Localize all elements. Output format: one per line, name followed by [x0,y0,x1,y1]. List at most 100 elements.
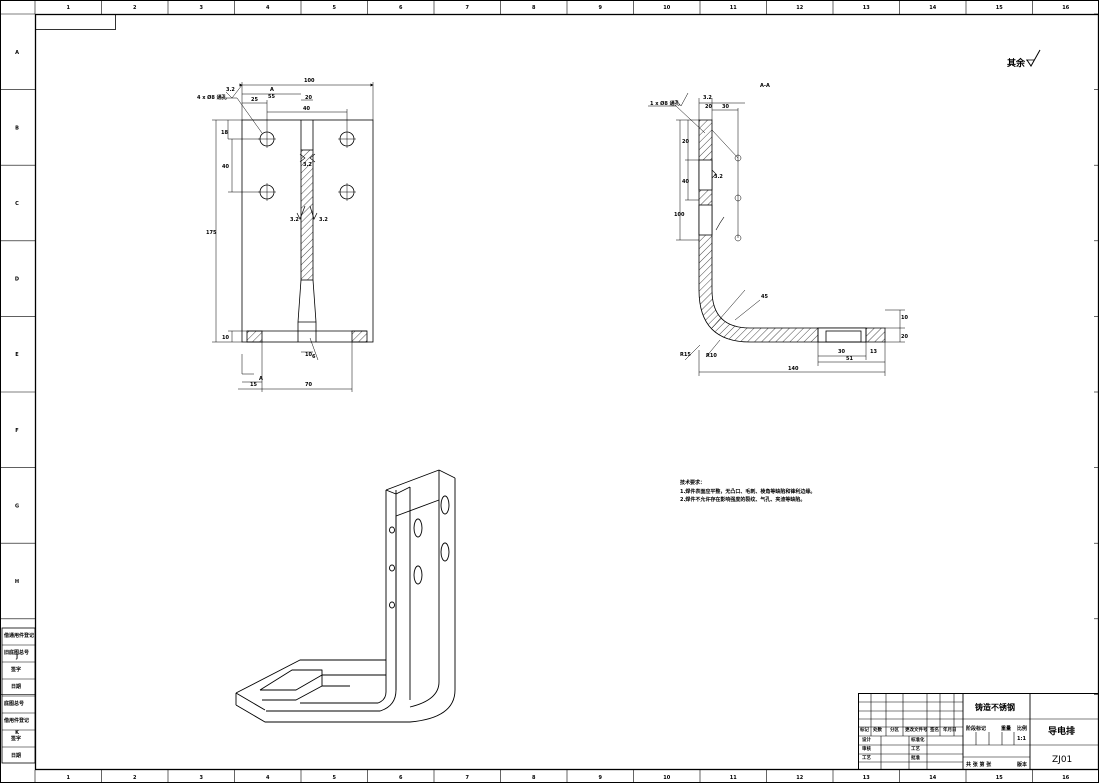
svg-text:更改文件号: 更改文件号 [905,726,928,733]
svg-text:30: 30 [838,349,845,355]
isometric-view [235,469,456,723]
part-name: 导电排 [1048,725,1075,737]
svg-text:标准化: 标准化 [910,736,925,743]
svg-text:3.2: 3.2 [303,162,312,168]
column-zone-markers: 1122334455667788991010111112121313141415… [34,0,1070,783]
column-marker: 8 [532,775,536,781]
svg-text:A: A [259,376,263,382]
svg-text:阶段标记: 阶段标记 [966,725,986,732]
strip-label: 底图总号 [3,700,24,707]
svg-text:40: 40 [303,106,310,112]
svg-text:3.2: 3.2 [290,217,299,223]
svg-text:比例: 比例 [1017,725,1027,732]
svg-text:工艺: 工艺 [862,754,871,761]
svg-text:3.2: 3.2 [714,174,723,180]
svg-text:55: 55 [268,94,275,100]
svg-text:18: 18 [221,130,228,136]
svg-text:R10: R10 [706,353,717,359]
svg-text:1.焊件表面应平整，无凸口、毛刺、棱角等缺陷和锋利边缘。: 1.焊件表面应平整，无凸口、毛刺、棱角等缺陷和锋利边缘。 [680,488,815,495]
column-marker: 16 [1062,775,1069,781]
title-block-text: 铸造不锈钢 导电排 ZJ01 1:1 阶段标记 重量 比例 共 张 第 张 版本… [859,702,1075,768]
strip-label: 日期 [11,752,21,759]
svg-text:20: 20 [682,139,689,145]
column-marker: 10 [663,775,670,781]
svg-text:3.2: 3.2 [226,87,235,93]
iso-hole [389,601,395,609]
iso-hole [389,564,395,572]
svg-text:13: 13 [870,349,877,355]
svg-text:技术要求：: 技术要求： [680,479,705,486]
technical-requirements: 技术要求： 1.焊件表面应平整，无凸口、毛刺、棱角等缺陷和锋利边缘。 2.焊件不… [680,479,815,503]
column-marker: 2 [133,775,137,781]
svg-text:签名: 签名 [929,726,939,733]
column-marker: 1 [67,5,71,11]
column-marker: 9 [599,775,603,781]
svg-text:30: 30 [722,104,729,110]
column-marker: 12 [796,775,803,781]
svg-text:20: 20 [305,95,312,101]
column-marker: 7 [466,5,470,11]
svg-text:100: 100 [674,212,685,218]
column-marker: 8 [532,5,536,11]
svg-text:51: 51 [846,356,853,362]
hole-callout: 1 x Ø8 通孔 [650,100,680,107]
title-block [858,693,1099,770]
svg-text:15: 15 [250,382,257,388]
svg-text:6: 6 [312,354,316,360]
svg-text:其余: 其余 [1007,57,1026,69]
general-roughness-note: 其余 [1007,49,1041,69]
row-marker: K [15,730,20,736]
svg-text:40: 40 [682,179,689,185]
section-view-dimensions: A-A 1 x Ø8 通孔 3.2 20 30 20 40 100 3.2 45… [650,83,908,372]
svg-text:版本: 版本 [1017,761,1028,768]
row-marker: J [15,655,18,661]
column-marker: 3 [200,775,204,781]
row-marker: E [15,352,19,358]
strip-label: 日期 [11,683,21,690]
strip-label: 签字 [10,666,21,673]
iso-hole [389,526,395,534]
svg-text:R15: R15 [680,352,691,358]
column-marker: 14 [929,775,936,781]
row-marker: G [15,503,19,509]
column-marker: 13 [863,5,870,11]
section-label: A-A [760,83,770,89]
corner-box [35,14,116,30]
svg-text:3.2: 3.2 [319,217,328,223]
section-view [648,92,905,376]
column-marker: 13 [863,775,870,781]
column-marker: 3 [200,5,204,11]
column-marker: 4 [266,775,270,781]
svg-text:175: 175 [206,230,217,236]
material-label: 铸造不锈钢 [975,702,1015,712]
row-marker: B [15,125,19,131]
svg-text:100: 100 [304,78,315,84]
column-marker: 4 [266,5,270,11]
hole-callout: 4 x Ø8 通孔 [197,94,227,101]
svg-text:10: 10 [901,315,908,321]
column-marker: 9 [599,5,603,11]
column-marker: 6 [399,775,403,781]
scale-value: 1:1 [1017,736,1026,742]
svg-text:10: 10 [305,352,312,358]
row-marker: D [15,277,19,283]
column-marker: 15 [996,775,1003,781]
column-marker: 16 [1062,5,1069,11]
column-marker: 5 [333,775,337,781]
svg-text:3.2: 3.2 [703,95,712,101]
svg-text:25: 25 [251,97,258,103]
column-marker: 15 [996,5,1003,11]
column-marker: 14 [929,5,936,11]
row-marker: A [15,50,19,56]
row-marker: H [15,579,19,585]
svg-text:工艺: 工艺 [911,745,920,752]
row-marker: F [15,428,18,434]
svg-text:审核: 审核 [862,745,871,752]
column-marker: 2 [133,5,137,11]
svg-text:年月日: 年月日 [943,726,957,733]
strip-label: 借通用件登记 [3,632,34,639]
svg-text:40: 40 [222,164,229,170]
